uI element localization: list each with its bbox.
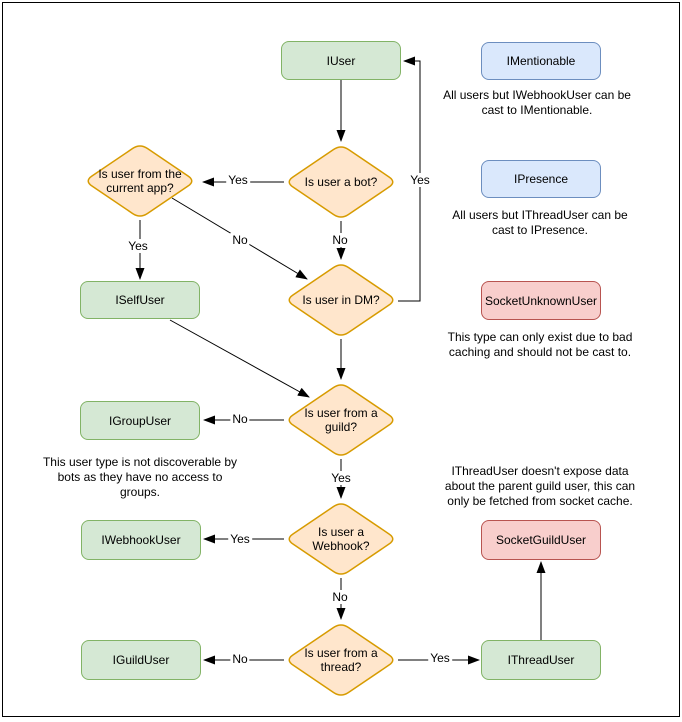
- edge-iselfuser-to-fromguild: [169, 319, 310, 398]
- node-socketunknownuser: SocketUnknownUser: [481, 281, 601, 320]
- node-iwebhookuser: IWebhookUser: [81, 520, 201, 560]
- edge-label-dm-yes: Yes: [408, 173, 432, 187]
- edge-label-bot-yes: Yes: [226, 173, 250, 187]
- node-imentionable: IMentionable: [481, 42, 601, 80]
- edge-label-guild-no: No: [230, 412, 250, 426]
- node-iguilduser: IGuildUser: [81, 640, 201, 680]
- node-socketguilduser: SocketGuildUser: [481, 520, 601, 560]
- diamond-shape: [288, 503, 394, 575]
- diamond-shape: [288, 146, 394, 218]
- decision-is-user-a-bot-label: Is user a bot?: [304, 174, 378, 189]
- note-socketunknownuser: This type can only exist due to bad cach…: [447, 330, 633, 359]
- edge-label-bot-no: No: [330, 233, 350, 247]
- node-socketunknownuser-label: SocketUnknownUser: [484, 293, 598, 308]
- decision-from-guild-label: Is user from a guild?: [304, 405, 378, 434]
- node-iuser-label: IUser: [326, 53, 356, 68]
- note-ithreaduser: IThreadUser doesn't expose data about th…: [444, 464, 636, 508]
- decision-from-current-app: Is user from the current app?: [83, 142, 197, 220]
- node-iguilduser-label: IGuildUser: [112, 653, 170, 667]
- edge-label-webhook-no: No: [330, 590, 350, 604]
- node-iwebhookuser-label: IWebhookUser: [101, 533, 181, 547]
- edge-label-thread-yes: Yes: [428, 651, 452, 665]
- node-ithreaduser-label: IThreadUser: [507, 653, 575, 667]
- node-imentionable-label: IMentionable: [506, 54, 576, 68]
- decision-is-webhook: Is user a Webhook?: [284, 500, 398, 578]
- node-iselfuser-label: ISelfUser: [115, 293, 165, 307]
- diamond-shape: [288, 264, 394, 336]
- node-iuser: IUser: [281, 41, 401, 80]
- decision-from-current-app-label: Is user from the current app?: [98, 166, 182, 195]
- node-igroupuser: IGroupUser: [80, 401, 200, 440]
- decision-is-webhook-label: Is user a Webhook?: [312, 524, 370, 553]
- decision-is-user-in-dm-label: Is user in DM?: [302, 292, 380, 307]
- node-ipresence-label: IPresence: [513, 172, 569, 186]
- edge-label-guild-yes: Yes: [329, 471, 353, 485]
- edge-label-thread-no: No: [230, 652, 250, 666]
- node-ithreaduser: IThreadUser: [481, 640, 601, 680]
- diamond-shape: [288, 624, 394, 696]
- diamond-shape: [87, 145, 193, 217]
- decision-from-guild: Is user from a guild?: [284, 381, 398, 459]
- decision-from-thread-label: Is user from a thread?: [304, 645, 378, 674]
- node-ipresence: IPresence: [481, 160, 601, 198]
- edge-label-webhook-yes: Yes: [228, 532, 252, 546]
- diamond-shape: [288, 384, 394, 456]
- edge-label-app-yes: Yes: [126, 239, 150, 253]
- edge-label-app-no: No: [230, 233, 250, 247]
- note-imentionable: All users but IWebhookUser can be cast t…: [443, 88, 631, 117]
- decision-is-user-a-bot: Is user a bot?: [284, 143, 398, 221]
- node-igroupuser-label: IGroupUser: [108, 413, 172, 428]
- decision-is-user-in-dm: Is user in DM?: [284, 261, 398, 339]
- decision-from-thread: Is user from a thread?: [284, 621, 398, 699]
- note-ipresence: All users but IThreadUser can be cast to…: [452, 208, 628, 237]
- node-iselfuser: ISelfUser: [80, 281, 200, 319]
- node-socketguilduser-label: SocketGuildUser: [495, 533, 587, 547]
- note-igroupuser: This user type is not discoverable by bo…: [42, 455, 238, 499]
